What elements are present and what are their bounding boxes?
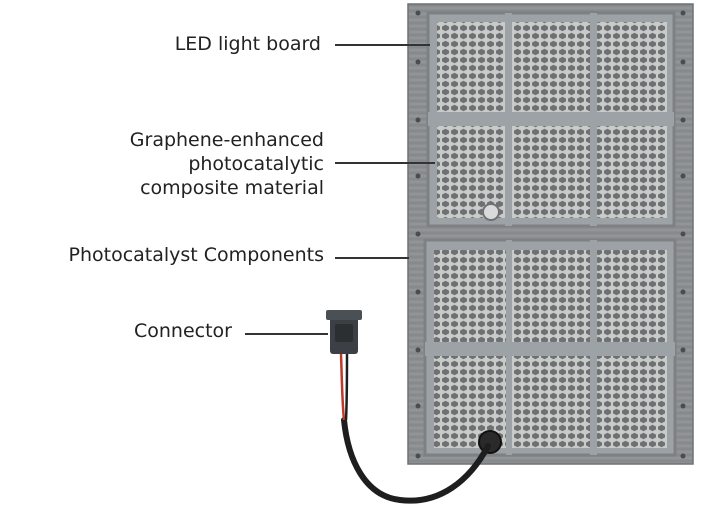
wire-black [344, 353, 349, 421]
leader-components [335, 257, 409, 259]
label-graphene-line3: composite material [140, 177, 324, 199]
leader-connector [245, 333, 328, 335]
power-cable [341, 417, 491, 504]
cable-grommet [478, 430, 502, 454]
upper-cells [428, 13, 674, 226]
wire-red [339, 353, 346, 421]
label-connector: Connector [134, 320, 232, 342]
leader-graphene [335, 162, 435, 164]
connector-plug [326, 310, 362, 354]
frame-screws [415, 10, 686, 459]
vent-hole [482, 203, 500, 221]
label-graphene-line2: photocatalytic [188, 153, 324, 175]
label-graphene-line1: Graphene-enhanced [129, 129, 324, 151]
label-photocatalyst-components: Photocatalyst Components [68, 244, 325, 266]
label-led-light-board: LED light board [174, 33, 321, 55]
lower-cells [425, 240, 675, 455]
leader-led-board [335, 44, 430, 46]
